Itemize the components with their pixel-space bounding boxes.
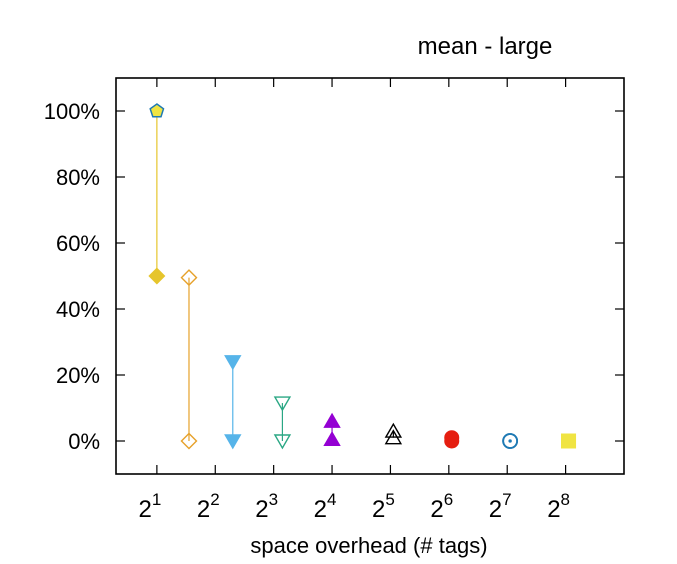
marker-high-4: [323, 412, 341, 428]
marker-high-3: [273, 396, 292, 412]
marker-low-2: [224, 434, 242, 450]
y-tick-label-0: 0%: [68, 429, 100, 454]
marker-high-7-dot: [508, 439, 512, 443]
y-tick-label-5: 100%: [44, 99, 100, 124]
x-tick-labels: 21 22 23 24 25 26 27 28: [138, 490, 570, 523]
marker-low-1: [180, 432, 198, 450]
marker-high-5: [384, 422, 403, 438]
y-tick-label-2: 40%: [56, 297, 100, 322]
plot-area: [148, 103, 577, 450]
x-tick-label-5: 26: [430, 490, 453, 523]
x-tick-label-0: 21: [138, 490, 161, 523]
x-tick-label-7: 28: [547, 490, 570, 523]
x-tick-label-6: 27: [489, 490, 512, 523]
marker-low-0: [148, 267, 166, 285]
marker-low-3: [273, 434, 292, 450]
marker-high-8: [561, 433, 577, 449]
plot-frame: [115, 77, 625, 475]
marker-high-7: [502, 433, 519, 449]
axis-ticks: [116, 78, 624, 474]
y-tick-label-4: 80%: [56, 165, 100, 190]
x-tick-label-4: 25: [372, 490, 395, 523]
marker-high-2: [224, 355, 242, 371]
x-tick-label-3: 24: [314, 490, 337, 523]
y-tick-labels: 0% 20% 40% 60% 80% 100%: [44, 99, 100, 454]
x-tick-label-2: 23: [255, 490, 278, 523]
marker-high-6: [444, 430, 460, 446]
y-tick-label-1: 20%: [56, 363, 100, 388]
x-tick-label-1: 22: [197, 490, 220, 523]
marker-low-4: [323, 430, 341, 447]
marker-high-0: [149, 103, 165, 118]
x-axis-label: space overhead (# tags): [250, 533, 487, 558]
y-tick-label-3: 60%: [56, 231, 100, 256]
chart-title: mean - large: [418, 33, 553, 60]
marker-high-1: [180, 269, 198, 287]
